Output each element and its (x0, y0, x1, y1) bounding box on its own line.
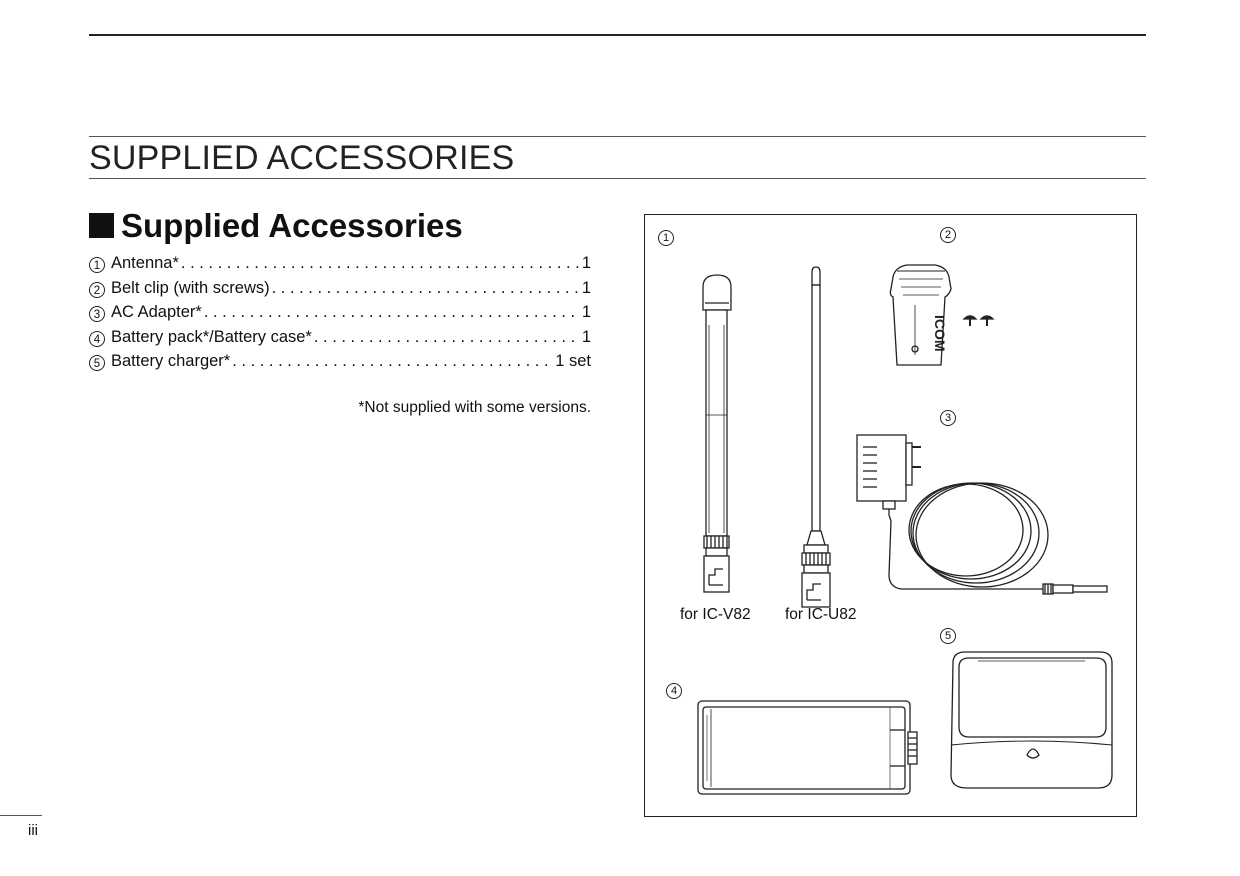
list-item: 4 Battery pack*/Battery case* 1 (89, 328, 591, 353)
footnote: *Not supplied with some versions. (358, 399, 591, 416)
dot-leader (314, 328, 580, 347)
title-rule-bottom (89, 178, 1146, 179)
sub-heading-text: Supplied Accessories (121, 207, 463, 244)
accessory-list: 1 Antenna* 1 2 Belt clip (with screws) 1 3 AC… (89, 254, 591, 377)
item-quantity: 1 (581, 303, 591, 321)
item-quantity: 1 (581, 327, 591, 346)
item-name: Antenna* (111, 254, 179, 272)
dot-leader (232, 352, 553, 371)
antenna-u82-label: for IC-U82 (785, 606, 857, 623)
item-number: 5 (89, 355, 105, 371)
screws-icon (962, 315, 995, 326)
callout-1: 1 (658, 230, 674, 246)
sub-heading: Supplied Accessories (89, 207, 463, 245)
antenna-v82-icon (702, 274, 732, 593)
page-number: iii (28, 822, 38, 839)
item-quantity: 1 set (555, 352, 591, 370)
list-item: 3 AC Adapter* 1 (89, 303, 591, 328)
callout-5: 5 (940, 628, 956, 644)
dot-leader (272, 279, 580, 298)
belt-clip-icon: ICOM (889, 264, 952, 366)
dot-leader (204, 303, 580, 322)
top-rule (89, 34, 1146, 36)
item-name: Belt clip (with screws) (111, 278, 270, 297)
item-quantity: 1 (581, 278, 591, 297)
callout-3: 3 (940, 410, 956, 426)
dot-leader (181, 254, 580, 273)
callout-2: 2 (940, 227, 956, 243)
item-name: Battery charger* (111, 352, 231, 370)
item-number: 1 (89, 257, 105, 273)
battery-charger-icon (950, 651, 1113, 789)
accessories-drawing: ICOM (697, 264, 1113, 795)
item-number: 3 (89, 306, 105, 322)
item-name: AC Adapter* (111, 303, 202, 321)
item-quantity: 1 (581, 254, 591, 272)
title-rule-top (89, 136, 1146, 137)
callout-4: 4 (666, 683, 682, 699)
accessories-illustration: ICOM (644, 214, 1137, 817)
clip-logo-text: ICOM (932, 315, 948, 352)
square-bullet-icon (89, 213, 114, 238)
ac-adapter-icon (856, 434, 1108, 595)
item-number: 4 (89, 330, 105, 347)
item-name: Battery pack*/Battery case* (111, 327, 312, 346)
item-number: 2 (89, 281, 105, 298)
battery-pack-icon (697, 700, 918, 795)
page-number-rule (0, 815, 42, 816)
list-item: 2 Belt clip (with screws) 1 (89, 279, 591, 304)
section-title: SUPPLIED ACCESSORIES (89, 139, 515, 177)
list-item: 1 Antenna* 1 (89, 254, 591, 279)
antenna-v82-label: for IC-V82 (680, 606, 751, 623)
antenna-u82-icon (801, 266, 831, 608)
list-item: 5 Battery charger* 1 set (89, 352, 591, 377)
